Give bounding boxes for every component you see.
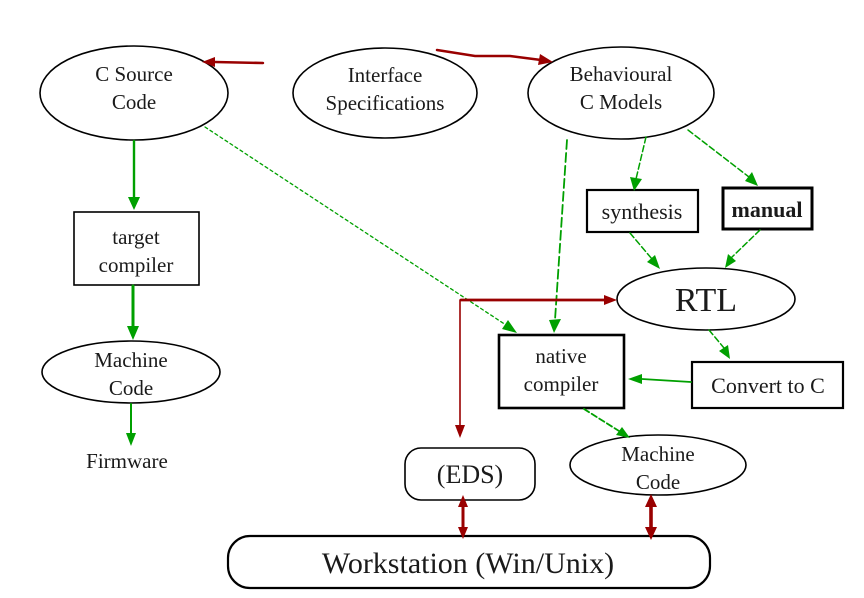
edge-synthesis-rtl	[629, 232, 653, 260]
arrowhead	[458, 495, 468, 507]
label-c-source-line2: Code	[112, 90, 156, 114]
green-edges	[130, 126, 761, 435]
arrowhead	[126, 433, 136, 446]
label-native-compiler-line2: compiler	[524, 372, 599, 396]
node-workstation	[226, 534, 712, 590]
arrowhead	[202, 57, 215, 67]
green-arrowheads	[126, 172, 758, 446]
label-eds: (EDS)	[437, 460, 503, 489]
label-behavioural-line2: C Models	[580, 90, 662, 114]
label-native-compiler-line1: native	[535, 344, 586, 368]
node-convert-to-c	[690, 360, 845, 410]
label-convert-to-c: Convert to C	[711, 373, 825, 398]
edge-behavioural-nativecompiler	[554, 139, 568, 321]
label-synthesis: synthesis	[602, 199, 683, 224]
arrowhead	[630, 177, 642, 191]
node-manual	[721, 186, 814, 231]
label-behavioural-line1: Behavioural	[570, 62, 673, 86]
label-machine-code-right-line1: Machine	[621, 442, 694, 466]
edge-rtl-converttoc	[708, 329, 725, 349]
edge-nativecompiler-machinecode	[583, 408, 620, 432]
arrowhead	[128, 197, 140, 210]
node-labels: C Source Code Interface Specifications B…	[86, 62, 825, 580]
node-machine-code-right	[569, 434, 747, 496]
label-manual: manual	[732, 197, 803, 222]
edge-behavioural-synthesis	[635, 136, 647, 180]
edge-converttoc-nativecompiler	[641, 378, 692, 383]
node-shapes	[39, 45, 845, 590]
arrowhead	[502, 320, 517, 333]
node-synthesis	[585, 188, 700, 234]
arrowhead	[645, 527, 657, 540]
arrowhead	[719, 345, 730, 359]
label-interface-line1: Interface	[348, 63, 423, 87]
label-machine-code-left-line1: Machine	[94, 348, 167, 372]
node-eds	[404, 447, 536, 501]
arrowhead	[538, 54, 553, 65]
arrowhead	[549, 319, 561, 333]
label-machine-code-left-line2: Code	[109, 376, 153, 400]
arrowhead	[628, 374, 642, 384]
label-target-compiler-line2: compiler	[99, 253, 174, 277]
red-edges	[213, 48, 653, 530]
node-interface-specifications	[292, 47, 478, 139]
node-target-compiler	[73, 211, 200, 286]
arrowhead	[604, 295, 617, 305]
edge-interface-csource	[213, 60, 265, 65]
arrowhead	[725, 254, 736, 268]
arrowhead	[455, 425, 465, 438]
edge-csource-nativecompiler	[204, 126, 507, 326]
arrowhead	[745, 172, 758, 186]
edge-interface-behavioural	[435, 48, 543, 62]
arrowhead	[647, 255, 660, 269]
label-c-source-line1: C Source	[95, 62, 173, 86]
label-firmware: Firmware	[86, 449, 168, 473]
edge-behavioural-manual	[687, 129, 750, 178]
edge-manual-rtl	[730, 229, 761, 259]
arrowhead	[458, 527, 468, 539]
arrowhead	[616, 427, 630, 438]
node-rtl	[616, 267, 796, 331]
label-target-compiler-line1: target	[112, 225, 160, 249]
red-arrowheads	[202, 54, 657, 540]
node-native-compiler	[497, 333, 626, 410]
arrowhead	[127, 326, 139, 340]
label-workstation: Workstation (Win/Unix)	[322, 547, 614, 580]
node-behavioural-c-models	[527, 46, 715, 140]
label-rtl: RTL	[675, 282, 737, 319]
arrowhead	[645, 494, 657, 507]
label-interface-line2: Specifications	[326, 91, 445, 115]
label-machine-code-right-line2: Code	[636, 470, 680, 494]
